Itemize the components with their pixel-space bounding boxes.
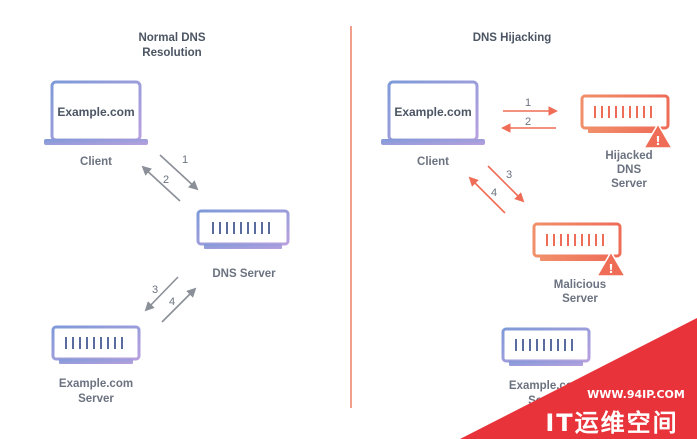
- watermark-banner: [460, 318, 697, 439]
- right-panel: DNS Hijacking Example.com Client 1 2: [381, 32, 673, 407]
- right-example-server-icon: [501, 327, 591, 366]
- right-client-screen-text: Example.com: [394, 105, 471, 119]
- left-arrow-3: [144, 276, 179, 312]
- hijacked-label-line1: Hijacked: [605, 150, 652, 162]
- malicious-label-line2: Server: [562, 293, 598, 305]
- left-step-1: 1: [182, 154, 188, 166]
- malicious-warning-glyph: !: [608, 262, 613, 276]
- malicious-label-line1: Malicious: [554, 279, 606, 291]
- left-arrow-4: [161, 287, 197, 323]
- right-title: DNS Hijacking: [473, 32, 552, 44]
- right-client-label: Client: [417, 156, 449, 168]
- right-step-3: 3: [506, 169, 512, 181]
- left-arrow-2: [141, 165, 181, 202]
- left-step-4: 4: [169, 296, 175, 308]
- left-example-server-label-line1: Example.com: [59, 378, 133, 390]
- left-dns-server-icon: [196, 209, 290, 249]
- right-arrow-4: [468, 176, 506, 214]
- left-step-2: 2: [163, 174, 169, 186]
- left-panel: Normal DNS Resolution Example.com Client…: [44, 32, 290, 405]
- left-client-label: Client: [80, 156, 112, 168]
- right-step-4: 4: [491, 187, 497, 199]
- watermark-url: WWW.94IP.COM: [587, 388, 685, 401]
- right-step-1: 1: [525, 97, 531, 109]
- left-step-3: 3: [152, 284, 158, 296]
- watermark: WWW.94IP.COM IT运维空间: [460, 318, 697, 439]
- malicious-server-icon: [532, 222, 622, 261]
- hijacked-dns-server-icon: [580, 94, 670, 133]
- right-client-laptop-icon: [381, 80, 485, 145]
- hijacked-warning-icon: !: [643, 123, 673, 149]
- watermark-brand: IT运维空间: [545, 409, 678, 437]
- left-title-line1: Normal DNS: [138, 32, 205, 44]
- hijacked-label-line2: DNS: [617, 164, 642, 176]
- malicious-warning-icon: !: [596, 251, 626, 277]
- left-client-laptop-icon: [44, 80, 148, 145]
- right-step-2: 2: [525, 116, 531, 128]
- hijacked-warning-glyph: !: [655, 134, 660, 148]
- hijacked-label-line3: Server: [611, 178, 647, 190]
- left-dns-server-label: DNS Server: [212, 268, 276, 280]
- left-client-screen-text: Example.com: [57, 105, 134, 119]
- left-example-server-label-line2: Server: [78, 393, 114, 405]
- left-title-line2: Resolution: [142, 47, 201, 59]
- right-arrow-3: [487, 165, 525, 203]
- left-example-server-icon: [51, 325, 141, 364]
- left-arrow-1: [159, 154, 199, 191]
